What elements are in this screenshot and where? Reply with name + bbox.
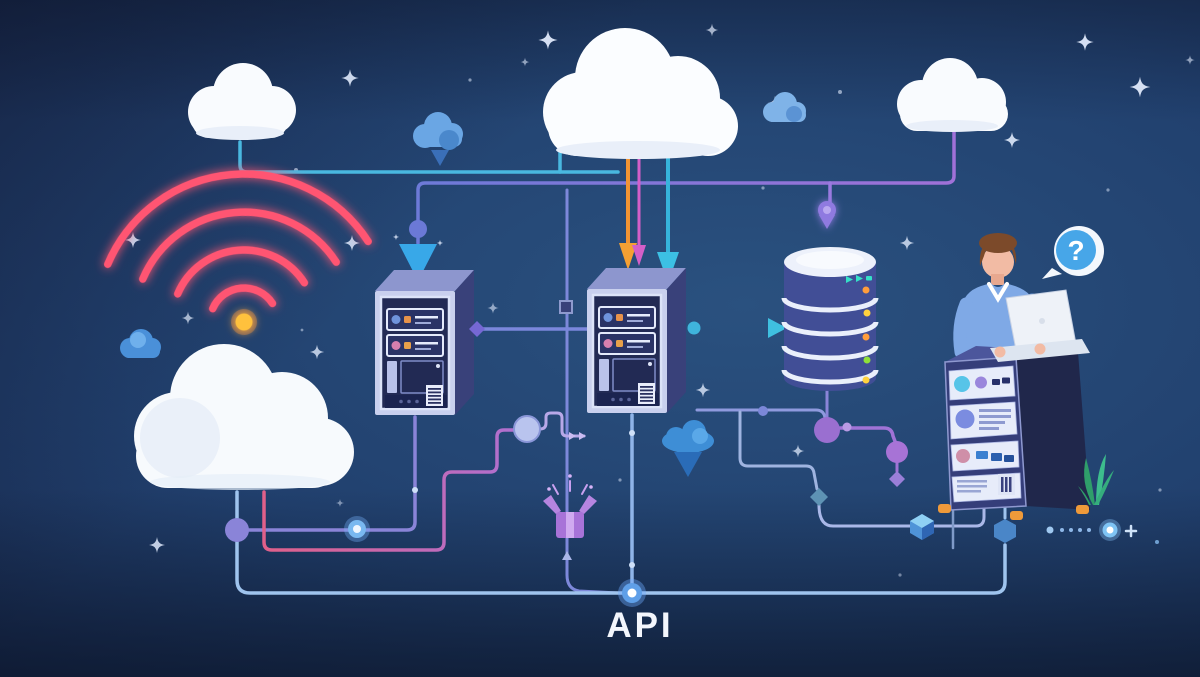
api-label: API	[606, 606, 673, 645]
server-tower-1	[373, 268, 476, 417]
rain-cloud-icon	[413, 112, 463, 166]
line-purple-right	[838, 426, 898, 446]
line-dot	[412, 487, 418, 493]
up-arrow-marker	[562, 551, 572, 560]
wifi-dot	[231, 309, 257, 335]
plant-icon	[1078, 454, 1114, 505]
hand	[994, 346, 1006, 358]
question-bubble-icon: ?	[1042, 226, 1104, 279]
chevron-markers	[569, 432, 586, 440]
connector-node	[225, 518, 249, 542]
connector-node	[409, 220, 427, 238]
cyan-arrow-icon	[768, 318, 787, 338]
line-dot	[629, 562, 635, 568]
blue-arrow-icon	[399, 244, 437, 281]
orange-arrow-icon	[619, 243, 637, 270]
glow-node	[618, 579, 646, 607]
kiosk-terminal-icon	[938, 346, 1090, 520]
diamond-node	[469, 321, 485, 337]
connector-node	[758, 406, 768, 416]
connector-node	[886, 441, 908, 463]
glow-node	[1099, 519, 1121, 541]
teal-arrow-icon	[657, 252, 679, 283]
connector-node	[842, 422, 852, 432]
kiosk-feet	[938, 504, 1089, 520]
line-maze-bottom	[817, 493, 986, 528]
connector-node	[513, 415, 541, 443]
connector-node	[687, 321, 701, 335]
hexagon-node	[994, 519, 1016, 543]
diamond-node	[889, 471, 905, 487]
bottom-left-cloud	[134, 344, 354, 490]
rain-cloud-icon	[120, 329, 161, 358]
server-tower-2	[585, 266, 688, 415]
cloud-arrows	[619, 152, 679, 283]
line-server1-bottom	[238, 415, 417, 532]
hand	[1034, 343, 1046, 355]
square-node	[559, 300, 573, 314]
database-icon	[781, 247, 879, 391]
line-mid-vertical	[565, 188, 620, 595]
line-maze-left	[738, 410, 819, 491]
dotted-trail	[1046, 519, 1159, 544]
line-after-node	[538, 411, 586, 438]
line-top-indigo	[416, 130, 956, 245]
cube-node	[910, 514, 934, 540]
diamond-node	[810, 488, 828, 506]
question-mark-label: ?	[1067, 235, 1084, 266]
rain-cloud-icon	[763, 92, 806, 122]
wifi-signal-icon	[103, 170, 372, 335]
server1-arrow	[399, 220, 437, 281]
surprise-box-icon	[543, 474, 597, 560]
teardrop-marker	[818, 201, 836, 229]
top-center-cloud	[543, 28, 738, 159]
connector-node	[814, 417, 840, 443]
magenta-arrow-icon	[632, 245, 646, 266]
laptop-icon	[990, 289, 1090, 362]
cloud-download-icon	[662, 420, 714, 477]
glow-node	[344, 516, 370, 542]
line-pink	[262, 428, 516, 552]
plus-marker	[1124, 524, 1138, 538]
top-right-cloud	[897, 58, 1008, 132]
line-dot	[629, 430, 635, 436]
database-leds	[846, 275, 872, 384]
connector-nodes	[225, 300, 1016, 607]
top-left-cloud	[188, 63, 296, 140]
